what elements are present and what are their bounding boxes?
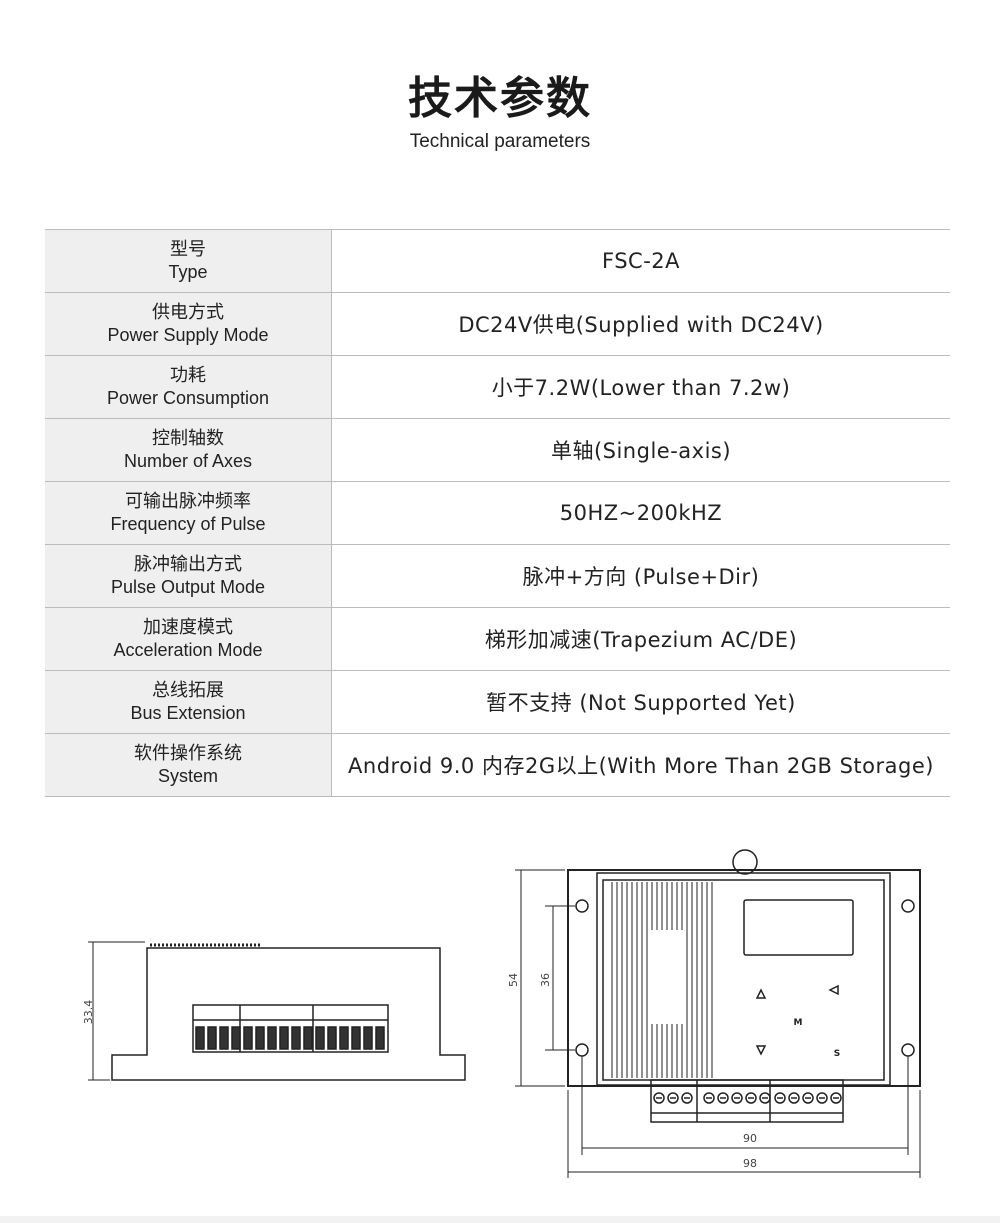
- param-value: Android 9.0 内存2G以上(With More Than 2GB St…: [331, 733, 950, 797]
- terminal-slot: [279, 1026, 289, 1050]
- param-value: 小于7.2W(Lower than 7.2w): [331, 355, 950, 419]
- terminal-screw: [731, 1092, 743, 1104]
- terminal-screw: [717, 1092, 729, 1104]
- terminal-slot: [351, 1026, 361, 1050]
- param-name-cn: 脉冲输出方式: [134, 554, 242, 574]
- param-name-en: Frequency of Pulse: [110, 514, 266, 534]
- terminal-slot: [219, 1026, 229, 1050]
- terminal-slot: [243, 1026, 253, 1050]
- param-name-cn: 加速度模式: [143, 617, 233, 637]
- terminal-slot: [327, 1026, 337, 1050]
- terminal-screw: [681, 1092, 693, 1104]
- table-row: 型号 Type FSC-2A: [45, 229, 950, 293]
- terminal-screw: [759, 1092, 771, 1104]
- terminal-screw: [774, 1092, 786, 1104]
- terminal-slot: [315, 1026, 325, 1050]
- terminal-screw: [830, 1092, 842, 1104]
- front-view-drawing: M S 54 36 90 98: [507, 849, 921, 1178]
- terminal-slot: [255, 1026, 265, 1050]
- hole-horizontal-label: 90: [743, 1132, 757, 1145]
- terminal-slot: [267, 1026, 277, 1050]
- param-name-cn: 供电方式: [152, 302, 224, 322]
- page-subtitle: Technical parameters: [409, 131, 591, 152]
- terminal-screw: [802, 1092, 814, 1104]
- footer-divider: [0, 1216, 1000, 1223]
- terminal-slot: [291, 1026, 301, 1050]
- param-name: 供电方式 Power Supply Mode: [45, 292, 332, 356]
- table-row: 可输出脉冲频率 Frequency of Pulse 50HZ~200kHZ: [45, 481, 950, 545]
- param-name-en: Bus Extension: [130, 703, 246, 723]
- table-row: 软件操作系统 System Android 9.0 内存2G以上(With More…: [45, 733, 950, 797]
- param-name-cn: 软件操作系统: [134, 743, 242, 763]
- param-name-cn: 控制轴数: [152, 428, 224, 448]
- terminal-screw: [703, 1092, 715, 1104]
- table-row: 控制轴数 Number of Axes 单轴(Single-axis): [45, 418, 950, 482]
- terminal-slot: [339, 1026, 349, 1050]
- key-s-label: S: [834, 1049, 840, 1059]
- terminal-slot: [363, 1026, 373, 1050]
- param-value: 暂不支持 (Not Supported Yet): [331, 670, 950, 734]
- param-value: 50HZ~200kHZ: [331, 481, 950, 545]
- param-name-en: Power Consumption: [106, 388, 270, 408]
- param-name-cn: 功耗: [170, 365, 206, 385]
- table-row: 功耗 Power Consumption 小于7.2W(Lower than 7.2…: [45, 355, 950, 419]
- param-name: 型号 Type: [45, 229, 332, 293]
- param-name-en: Type: [168, 262, 208, 282]
- param-value: DC24V供电(Supplied with DC24V): [331, 292, 950, 356]
- param-value: FSC-2A: [331, 229, 950, 293]
- terminal-screw: [816, 1092, 828, 1104]
- front-width-label: 98: [743, 1157, 757, 1170]
- spec-table: 型号 Type FSC-2A 供电方式 Power Supply Mode DC24V供电…: [45, 229, 950, 797]
- param-name: 脉冲输出方式 Pulse Output Mode: [45, 544, 332, 608]
- side-height-label: 33.4: [82, 1000, 95, 1025]
- terminal-slot: [207, 1026, 217, 1050]
- table-row: 脉冲输出方式 Pulse Output Mode 脉冲+方向 (Pulse+Dir): [45, 544, 950, 608]
- front-height-label: 54: [507, 973, 520, 987]
- terminal-slot: [375, 1026, 385, 1050]
- param-value: 单轴(Single-axis): [331, 418, 950, 482]
- param-name: 软件操作系统 System: [45, 733, 332, 797]
- terminal-screw: [653, 1092, 665, 1104]
- terminal-slot: [303, 1026, 313, 1050]
- param-name-en: Acceleration Mode: [113, 640, 263, 660]
- param-name-cn: 可输出脉冲频率: [125, 491, 251, 511]
- param-name: 功耗 Power Consumption: [45, 355, 332, 419]
- terminal-screw: [667, 1092, 679, 1104]
- table-row: 供电方式 Power Supply Mode DC24V供电(Supplied wi…: [45, 292, 950, 356]
- terminal-slot: [231, 1026, 241, 1050]
- param-name: 加速度模式 Acceleration Mode: [45, 607, 332, 671]
- param-name-en: Power Supply Mode: [107, 325, 269, 345]
- param-name-en: Number of Axes: [123, 451, 253, 471]
- param-name-en: Pulse Output Mode: [110, 577, 266, 597]
- param-value: 脉冲+方向 (Pulse+Dir): [331, 544, 950, 608]
- terminal-slot: [195, 1026, 205, 1050]
- key-m-label: M: [794, 1018, 803, 1028]
- param-name: 可输出脉冲频率 Frequency of Pulse: [45, 481, 332, 545]
- page-title: 技术参数: [408, 73, 592, 124]
- terminal-screw: [788, 1092, 800, 1104]
- terminal-screw: [745, 1092, 757, 1104]
- param-name: 控制轴数 Number of Axes: [45, 418, 332, 482]
- param-name-cn: 总线拓展: [152, 680, 224, 700]
- hole-vertical-label: 36: [539, 973, 552, 987]
- param-name-en: System: [157, 766, 218, 786]
- side-view-drawing: 33.4: [82, 941, 466, 1081]
- param-name-cn: 型号: [170, 239, 206, 259]
